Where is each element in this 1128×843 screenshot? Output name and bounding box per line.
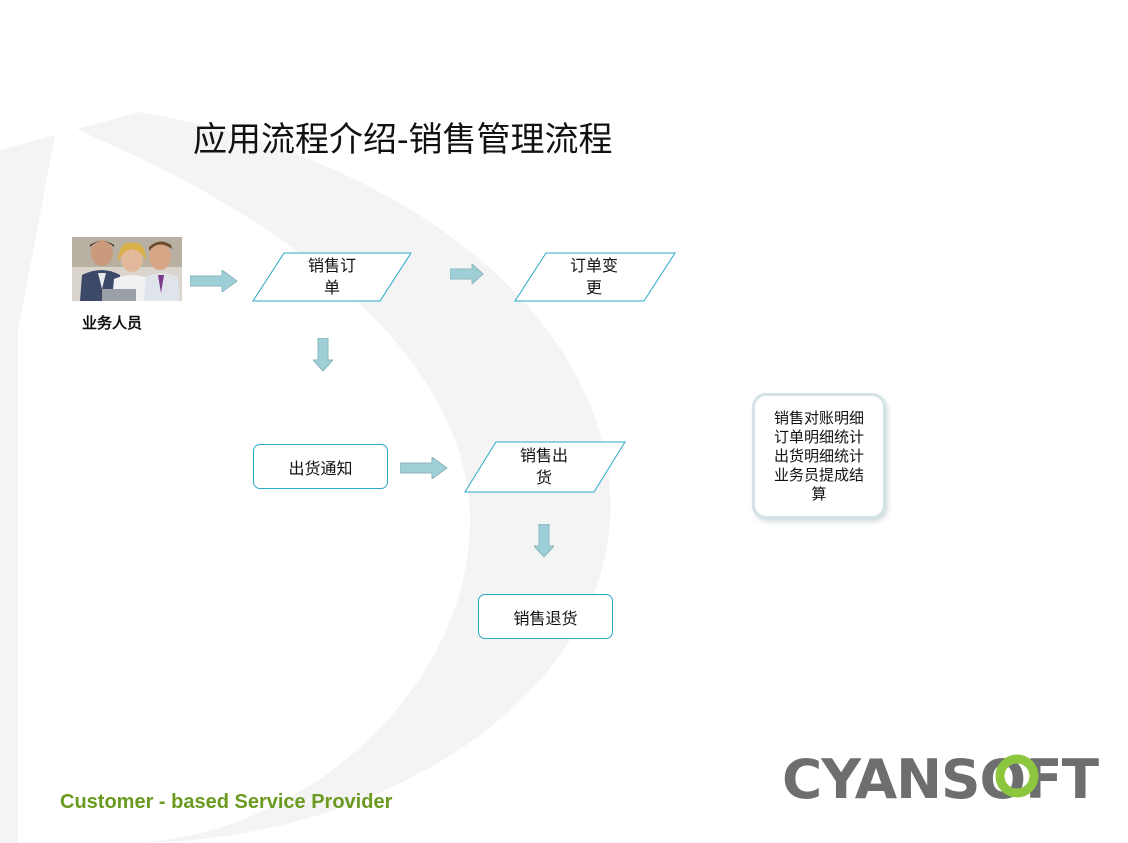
business-staff-label: 业务人员 [82,314,143,332]
sales-order-label: 销售订单 [307,256,356,297]
business-people-photo [72,237,182,301]
sales-return-node: 销售退货 [478,594,613,639]
arrow-down-icon [313,338,333,372]
report-item: 出货明细统计 [773,446,864,465]
report-item: 业务员提成结 [773,465,864,484]
page-title: 应用流程介绍-销售管理流程 [193,120,613,160]
sales-shipment-node: 销售出货 [464,441,626,493]
order-change-label: 订单变更 [569,256,618,297]
arrow-right-icon [450,264,484,284]
order-change-node: 订单变更 [514,252,676,302]
sales-order-node: 销售订单 [252,252,412,302]
report-item: 算 [811,484,827,503]
reports-box: 销售对账明细 订单明细统计 出货明细统计 业务员提成结 算 [752,393,886,519]
footer-tagline: Customer - based Service Provider [60,791,393,813]
sales-shipment-label: 销售出货 [519,446,568,487]
report-item: 订单明细统计 [773,427,864,446]
arrow-right-icon [400,457,448,479]
arrow-down-icon [534,524,554,558]
arrow-right-icon [190,270,238,292]
cyansoft-logo: CYANSOFT [782,752,1100,804]
svg-text:CYANSOFT: CYANSOFT [782,752,1099,804]
report-item: 销售对账明细 [773,408,864,427]
shipping-notice-node: 出货通知 [253,444,388,489]
